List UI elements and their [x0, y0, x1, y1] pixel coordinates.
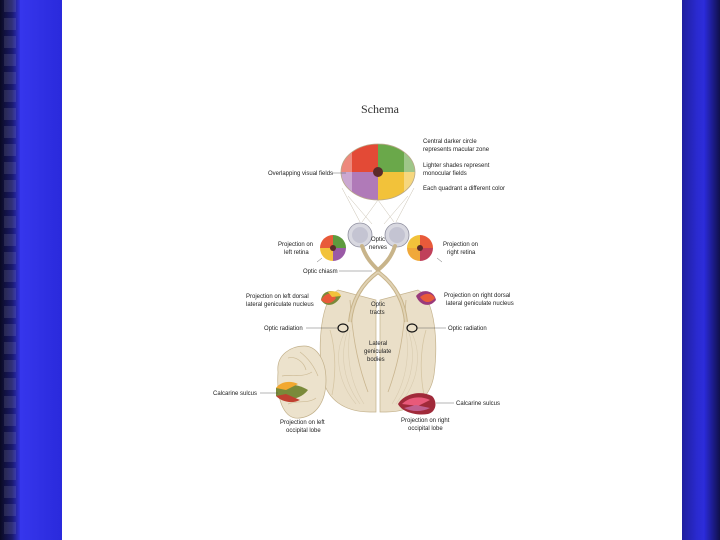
label-lgb-1: Lateral: [369, 341, 387, 347]
label-calcarine-right: Calcarine sulcus: [456, 401, 500, 407]
label-proj-left-retina-2: left retina: [284, 250, 309, 256]
label-proj-right-lgn-2: lateral geniculate nucleus: [446, 301, 514, 307]
label-proj-left-lgn-1: Projection on left dorsal: [246, 294, 309, 300]
label-optic-nerves-1: Optic: [371, 237, 385, 243]
label-central-2: represents macular zone: [423, 147, 490, 153]
visual-field-disc: [340, 143, 416, 201]
label-proj-left-retina-1: Projection on: [278, 242, 313, 248]
label-overlapping-fields: Overlapping visual fields: [268, 171, 333, 177]
label-optic-tracts-1: Optic: [371, 302, 385, 308]
diagram-title: Schema: [361, 102, 400, 116]
label-proj-right-occ-2: occipital lobe: [408, 426, 443, 432]
label-optic-chiasm: Optic chiasm: [303, 269, 338, 275]
label-optic-radiation-left: Optic radiation: [264, 326, 303, 332]
label-proj-right-occ-1: Projection on right: [401, 418, 450, 424]
right-retina-projection: [407, 235, 433, 261]
label-lgb-3: bodies: [367, 357, 385, 363]
label-optic-tracts-2: tracts: [370, 310, 385, 316]
label-proj-right-retina-2: right retina: [447, 250, 476, 256]
label-optic-nerves-2: nerves: [369, 245, 387, 251]
label-quadrant: Each quadrant a different color: [423, 186, 505, 192]
right-eye: [385, 223, 409, 247]
label-proj-left-lgn-2: lateral geniculate nucleus: [246, 302, 314, 308]
label-proj-left-occ-1: Projection on left: [280, 420, 325, 426]
left-retina-projection: [320, 235, 346, 261]
left-occipital-lobe: [276, 346, 326, 418]
label-lighter-1: Lighter shades represent: [423, 163, 490, 169]
label-lgb-2: geniculate: [364, 349, 392, 355]
label-lighter-2: monocular fields: [423, 171, 467, 177]
label-optic-radiation-right: Optic radiation: [448, 326, 487, 332]
label-calcarine-left: Calcarine sulcus: [213, 391, 257, 397]
left-eye: [348, 223, 372, 247]
label-proj-right-lgn-1: Projection on right dorsal: [444, 293, 510, 299]
label-central-1: Central darker circle: [423, 139, 477, 145]
label-proj-right-retina-1: Projection on: [443, 242, 478, 248]
label-proj-left-occ-2: occipital lobe: [286, 428, 321, 434]
